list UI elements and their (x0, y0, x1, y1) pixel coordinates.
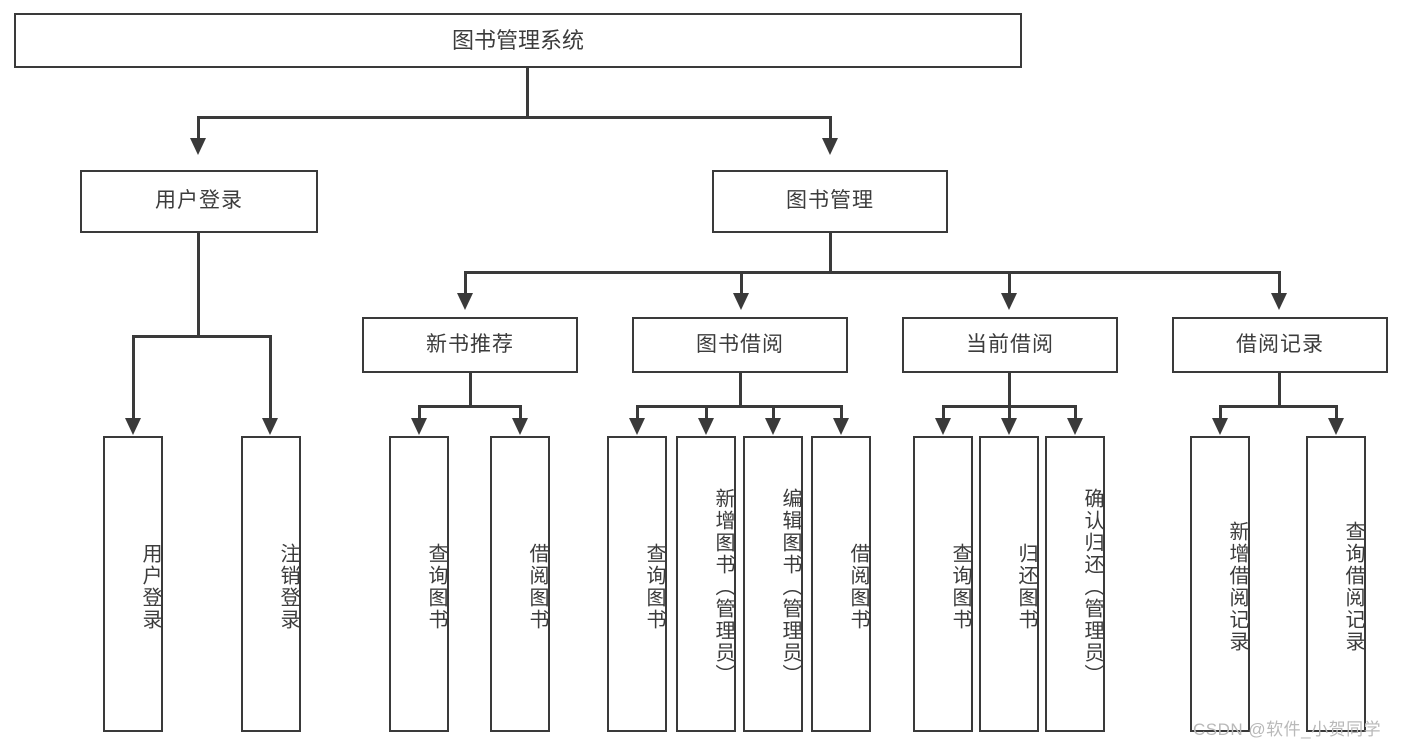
node-leaf-query-book-2[interactable]: 查询图书 (607, 436, 667, 732)
node-leaf-query-book-3[interactable]: 查询图书 (913, 436, 973, 732)
node-label: 用户登录 (155, 189, 243, 213)
arrowhead-leaf-user-login (125, 418, 141, 435)
connector-book-borrow-stem (739, 373, 742, 405)
node-leaf-add-book[interactable]: 新增图书（管理员） (676, 436, 736, 732)
connector-book-borrow-bar (636, 405, 842, 408)
connector-user-login-to-leaf-2 (269, 335, 272, 420)
connector-cb-leaf-3 (1074, 405, 1077, 420)
node-label: 图书借阅 (696, 332, 784, 356)
node-borrow-record[interactable]: 借阅记录 (1172, 317, 1388, 373)
connector-nbr-leaf-1 (418, 405, 421, 420)
connector-borrow-record-bar (1219, 405, 1337, 408)
arrowhead-leaf-query-book-3 (935, 418, 951, 435)
node-label: 图书管理 (786, 189, 874, 213)
node-leaf-edit-book[interactable]: 编辑图书（管理员） (743, 436, 803, 732)
node-label: 新书推荐 (426, 332, 514, 356)
connector-root-bar (197, 116, 830, 119)
connector-bb-leaf-2 (705, 405, 708, 420)
connector-current-borrow-stem (1008, 373, 1011, 405)
node-leaf-add-record[interactable]: 新增借阅记录 (1190, 436, 1250, 732)
node-label: 查询借阅记录 (1342, 521, 1364, 653)
connector-root-to-book-management (829, 116, 832, 140)
connector-br-leaf-2 (1335, 405, 1338, 420)
node-leaf-user-login[interactable]: 用户登录 (103, 436, 163, 732)
connector-br-leaf-1 (1219, 405, 1222, 420)
node-label: 编辑图书（管理员） (779, 488, 801, 686)
node-label: 注销登录 (277, 543, 299, 631)
connector-user-login-stem (197, 233, 200, 335)
arrowhead-book-borrow (733, 293, 749, 310)
connector-user-login-bar (132, 335, 270, 338)
arrowhead-borrow-record (1271, 293, 1287, 310)
connector-book-management-stem (829, 233, 832, 271)
connector-bb-leaf-1 (636, 405, 639, 420)
node-label: 图书管理系统 (451, 27, 584, 53)
arrowhead-leaf-borrow-book-2 (833, 418, 849, 435)
node-label: 借阅图书 (526, 543, 548, 631)
connector-to-book-borrow (740, 271, 743, 295)
node-label: 新增图书（管理员） (712, 488, 734, 686)
connector-to-borrow-record (1278, 271, 1281, 295)
arrowhead-leaf-add-record (1212, 418, 1228, 435)
node-label: 查询图书 (643, 543, 665, 631)
node-leaf-borrow-book-1[interactable]: 借阅图书 (490, 436, 550, 732)
arrowhead-leaf-query-book-2 (629, 418, 645, 435)
node-leaf-logout-login[interactable]: 注销登录 (241, 436, 301, 732)
node-book-borrow[interactable]: 图书借阅 (632, 317, 848, 373)
node-label: 当前借阅 (966, 332, 1054, 356)
connector-nbr-leaf-2 (519, 405, 522, 420)
arrowhead-leaf-confirm-return (1067, 418, 1083, 435)
arrowhead-current-borrow (1001, 293, 1017, 310)
arrowhead-leaf-add-book (698, 418, 714, 435)
node-new-book-recommend[interactable]: 新书推荐 (362, 317, 578, 373)
connector-user-login-to-leaf-1 (132, 335, 135, 420)
arrowhead-leaf-query-book-1 (411, 418, 427, 435)
arrowhead-leaf-borrow-book-1 (512, 418, 528, 435)
connector-root-to-user-login (197, 116, 200, 140)
node-leaf-return-book[interactable]: 归还图书 (979, 436, 1039, 732)
connector-new-book-recommend-stem (469, 373, 472, 405)
node-book-management[interactable]: 图书管理 (712, 170, 948, 233)
node-leaf-borrow-book-2[interactable]: 借阅图书 (811, 436, 871, 732)
node-leaf-query-record[interactable]: 查询借阅记录 (1306, 436, 1366, 732)
node-label: 归还图书 (1015, 543, 1037, 631)
node-label: 确认归还（管理员） (1081, 488, 1103, 686)
watermark-label: CSDN @软件_小贺同学 (1193, 720, 1382, 739)
node-label: 用户登录 (139, 543, 161, 631)
connector-new-book-recommend-bar (418, 405, 521, 408)
connector-to-current-borrow (1008, 271, 1011, 295)
arrowhead-leaf-logout-login (262, 418, 278, 435)
node-leaf-confirm-return[interactable]: 确认归还（管理员） (1045, 436, 1105, 732)
node-label: 新增借阅记录 (1226, 521, 1248, 653)
connector-to-new-book-recommend (464, 271, 467, 295)
connector-root-stem (526, 68, 529, 116)
connector-cb-leaf-1 (942, 405, 945, 420)
connector-level2-bar (464, 271, 1281, 274)
arrowhead-leaf-return-book (1001, 418, 1017, 435)
arrowhead-user-login (190, 138, 206, 155)
connector-cb-leaf-2 (1008, 405, 1011, 420)
connector-bb-leaf-3 (772, 405, 775, 420)
node-root-system[interactable]: 图书管理系统 (14, 13, 1022, 68)
node-label: 借阅图书 (847, 543, 869, 631)
connector-bb-leaf-4 (840, 405, 843, 420)
arrowhead-leaf-edit-book (765, 418, 781, 435)
arrowhead-new-book-recommend (457, 293, 473, 310)
arrowhead-leaf-query-record (1328, 418, 1344, 435)
node-current-borrow[interactable]: 当前借阅 (902, 317, 1118, 373)
node-label: 查询图书 (425, 543, 447, 631)
arrowhead-book-management (822, 138, 838, 155)
node-user-login[interactable]: 用户登录 (80, 170, 318, 233)
node-leaf-query-book-1[interactable]: 查询图书 (389, 436, 449, 732)
node-label: 查询图书 (949, 543, 971, 631)
connector-borrow-record-stem (1278, 373, 1281, 405)
node-label: 借阅记录 (1236, 332, 1324, 356)
